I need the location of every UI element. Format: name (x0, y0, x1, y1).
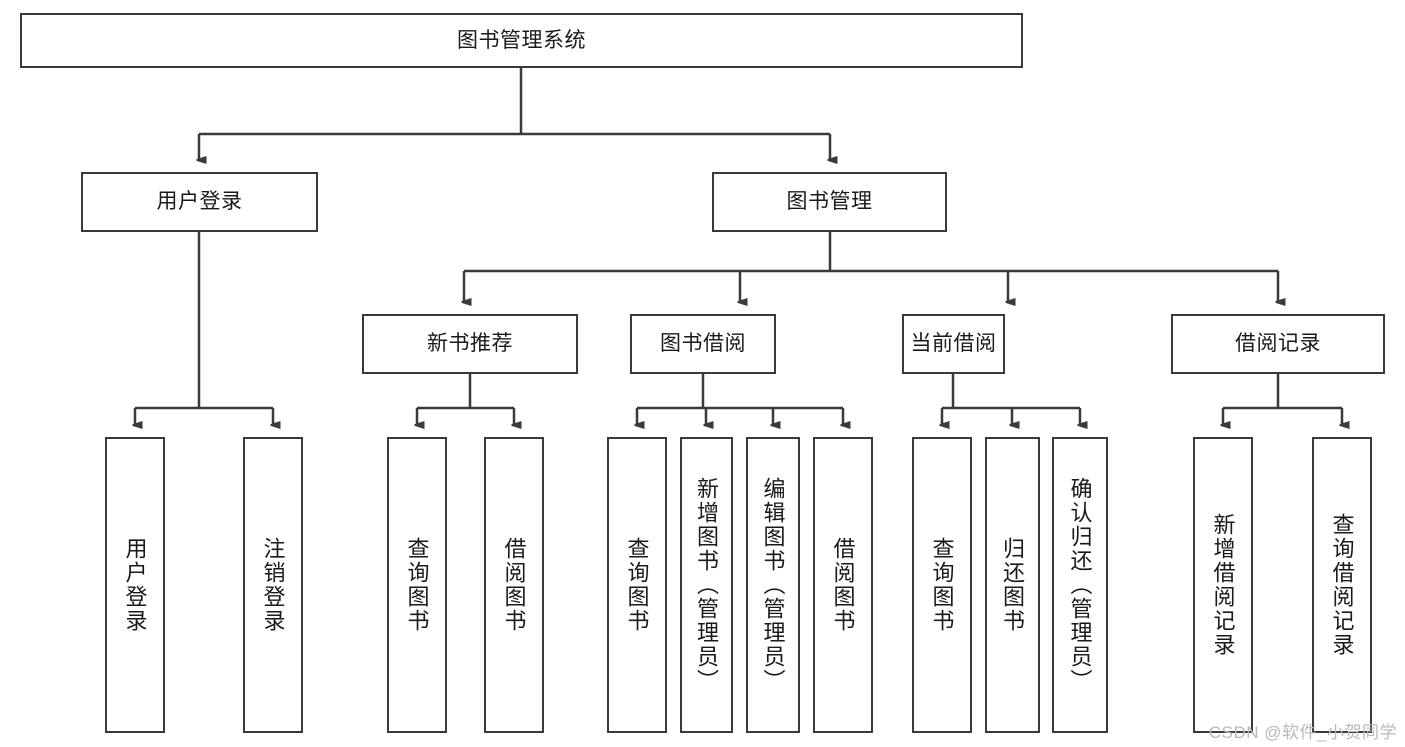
node-book-management[interactable]: 图书管理 (712, 172, 947, 232)
leaf-borrow-query-book[interactable]: 查询图书 (607, 437, 667, 733)
leaf-recommend-borrow-book[interactable]: 借阅图书 (484, 437, 544, 733)
leaf-add-borrow-record-label: 新增借阅记录 (1210, 513, 1236, 657)
leaf-add-book-admin-label: 新增图书（管理员） (694, 477, 720, 693)
node-new-book-recommend[interactable]: 新书推荐 (362, 314, 578, 374)
leaf-edit-book-admin[interactable]: 编辑图书（管理员） (746, 437, 800, 733)
leaf-query-borrow-record[interactable]: 查询借阅记录 (1312, 437, 1372, 733)
leaf-borrow-book-label: 借阅图书 (830, 537, 856, 633)
leaf-current-query-book-label: 查询图书 (929, 537, 955, 633)
node-current-borrow-label: 当前借阅 (910, 332, 997, 356)
leaf-recommend-query-book[interactable]: 查询图书 (387, 437, 447, 733)
node-book-management-label: 图书管理 (786, 190, 873, 214)
node-user-login[interactable]: 用户登录 (81, 172, 318, 232)
leaf-logout-label: 注销登录 (260, 537, 286, 633)
leaf-borrow-book[interactable]: 借阅图书 (813, 437, 873, 733)
node-root[interactable]: 图书管理系统 (20, 13, 1023, 68)
node-root-label: 图书管理系统 (457, 28, 586, 52)
leaf-current-query-book[interactable]: 查询图书 (912, 437, 972, 733)
leaf-edit-book-admin-label: 编辑图书（管理员） (760, 477, 786, 693)
leaf-return-book-label: 归还图书 (1000, 537, 1026, 633)
leaf-add-borrow-record[interactable]: 新增借阅记录 (1193, 437, 1253, 733)
leaf-recommend-borrow-book-label: 借阅图书 (501, 537, 527, 633)
leaf-return-book[interactable]: 归还图书 (985, 437, 1040, 733)
node-current-borrow[interactable]: 当前借阅 (902, 314, 1005, 374)
node-book-borrow-label: 图书借阅 (660, 332, 746, 356)
leaf-logout[interactable]: 注销登录 (243, 437, 303, 733)
leaf-user-login-label: 用户登录 (122, 537, 148, 633)
leaf-query-borrow-record-label: 查询借阅记录 (1329, 513, 1355, 657)
leaf-add-book-admin[interactable]: 新增图书（管理员） (680, 437, 733, 733)
node-book-borrow[interactable]: 图书借阅 (630, 314, 776, 374)
node-borrow-record-label: 借阅记录 (1235, 332, 1321, 356)
leaf-recommend-query-book-label: 查询图书 (404, 537, 430, 633)
leaf-confirm-return-admin-label: 确认归还（管理员） (1067, 477, 1093, 693)
leaf-borrow-query-book-label: 查询图书 (624, 537, 650, 633)
node-user-login-label: 用户登录 (156, 190, 243, 214)
node-borrow-record[interactable]: 借阅记录 (1171, 314, 1385, 374)
node-new-book-recommend-label: 新书推荐 (427, 332, 513, 356)
watermark-text: CSDN @软件_小贺同学 (1208, 723, 1397, 742)
leaf-confirm-return-admin[interactable]: 确认归还（管理员） (1052, 437, 1108, 733)
leaf-user-login[interactable]: 用户登录 (105, 437, 165, 733)
